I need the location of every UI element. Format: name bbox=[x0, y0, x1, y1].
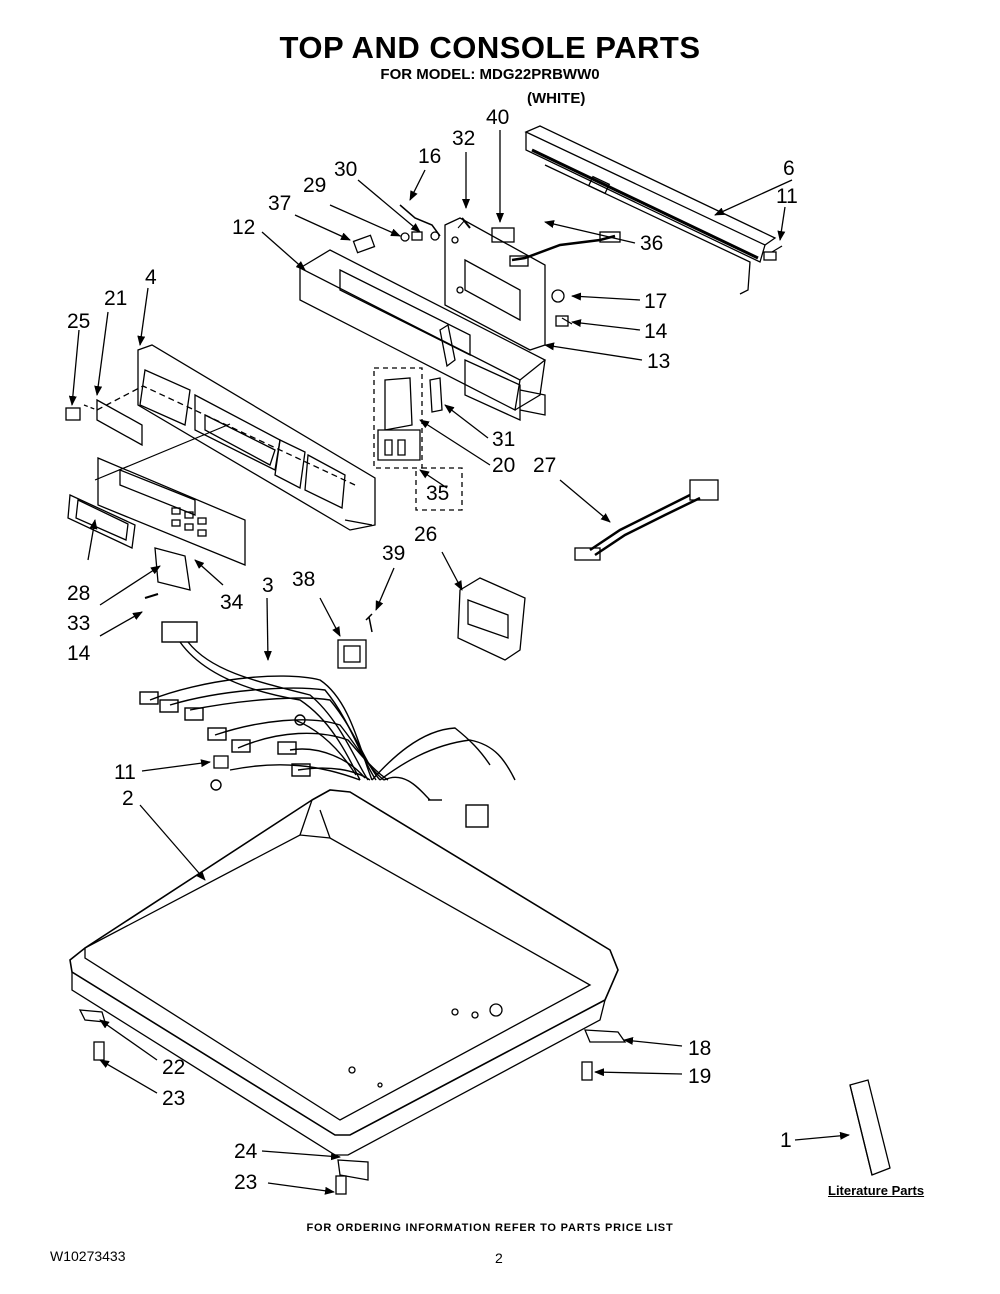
part-clip bbox=[411, 231, 423, 241]
part-hinge-24 bbox=[337, 1159, 369, 1181]
part-screw-19 bbox=[581, 1061, 593, 1081]
callout-34: 34 bbox=[220, 591, 244, 614]
callout-32: 32 bbox=[452, 127, 475, 150]
part-connector bbox=[491, 227, 515, 243]
document-number: W10273433 bbox=[50, 1248, 126, 1264]
callout-labels: 40 32 16 30 29 37 12 6 11 4 21 25 36 17 … bbox=[67, 106, 798, 1194]
part-hinge-18 bbox=[583, 1029, 627, 1043]
part-wire-harness-36 bbox=[511, 234, 616, 262]
callout-24: 24 bbox=[234, 1140, 258, 1163]
part-drawings bbox=[65, 125, 891, 1195]
part-screw-11 bbox=[213, 755, 229, 769]
part-screw-25 bbox=[65, 407, 81, 421]
part-wire-harness-27 bbox=[574, 479, 719, 561]
part-screw-23a bbox=[93, 1041, 105, 1061]
callout-27: 27 bbox=[533, 454, 556, 477]
ordering-footer: FOR ORDERING INFORMATION REFER TO PARTS … bbox=[306, 1222, 674, 1234]
callout-38: 38 bbox=[292, 568, 315, 591]
callout-20: 20 bbox=[492, 454, 515, 477]
part-module-26 bbox=[457, 577, 526, 661]
callout-33: 33 bbox=[67, 612, 90, 635]
callout-11-bottom: 11 bbox=[114, 761, 136, 784]
part-knob-spring bbox=[352, 234, 376, 254]
page-title: TOP AND CONSOLE PARTS bbox=[279, 30, 701, 65]
callout-23-bottom: 23 bbox=[234, 1171, 257, 1194]
callout-18: 18 bbox=[688, 1037, 711, 1060]
callout-6: 6 bbox=[783, 157, 795, 180]
callout-19: 19 bbox=[688, 1065, 711, 1088]
callout-11-top: 11 bbox=[776, 185, 798, 208]
callout-25: 25 bbox=[67, 310, 90, 333]
part-top-panel bbox=[69, 789, 619, 1156]
callout-26: 26 bbox=[414, 523, 437, 546]
callout-4: 4 bbox=[145, 266, 157, 289]
part-console-housing bbox=[298, 249, 547, 422]
part-wire-harness-3 bbox=[139, 621, 516, 828]
callout-37: 37 bbox=[268, 192, 291, 215]
part-group-35-outline bbox=[373, 367, 423, 469]
callout-13: 13 bbox=[647, 350, 670, 373]
leader-lines bbox=[68, 130, 850, 1195]
callout-2: 2 bbox=[122, 787, 134, 810]
callout-29: 29 bbox=[303, 174, 326, 197]
part-switch-38 bbox=[337, 639, 367, 669]
model-subtitle: FOR MODEL: MDG22PRBWW0 bbox=[380, 66, 600, 83]
color-note: (WHITE) bbox=[527, 90, 586, 107]
callout-28: 28 bbox=[67, 582, 90, 605]
literature-parts-label: Literature Parts bbox=[828, 1183, 925, 1198]
callout-23-left: 23 bbox=[162, 1087, 185, 1110]
callout-35: 35 bbox=[426, 482, 449, 505]
part-washer bbox=[400, 232, 410, 242]
callout-21: 21 bbox=[104, 287, 127, 310]
part-literature-book bbox=[849, 1079, 891, 1176]
callout-17: 17 bbox=[644, 290, 667, 313]
callout-30: 30 bbox=[334, 158, 357, 181]
callout-40: 40 bbox=[486, 106, 509, 129]
callout-36: 36 bbox=[640, 232, 663, 255]
callout-22: 22 bbox=[162, 1056, 185, 1079]
part-board-33 bbox=[154, 547, 191, 591]
callout-14-top: 14 bbox=[644, 320, 668, 343]
callout-3: 3 bbox=[262, 574, 274, 597]
callout-14-bottom: 14 bbox=[67, 642, 91, 665]
part-overlay-keys bbox=[171, 507, 207, 537]
part-screw-23b bbox=[335, 1175, 347, 1195]
callout-1: 1 bbox=[780, 1129, 792, 1152]
callout-16: 16 bbox=[418, 145, 441, 168]
part-overlay-21 bbox=[96, 398, 143, 447]
callout-31: 31 bbox=[492, 428, 515, 451]
part-bezel-28 bbox=[67, 494, 136, 549]
part-console-panel bbox=[137, 344, 376, 531]
part-console-bracket bbox=[524, 125, 777, 295]
callout-12: 12 bbox=[232, 216, 255, 239]
page-number: 2 bbox=[495, 1250, 503, 1266]
callout-39: 39 bbox=[382, 542, 405, 565]
